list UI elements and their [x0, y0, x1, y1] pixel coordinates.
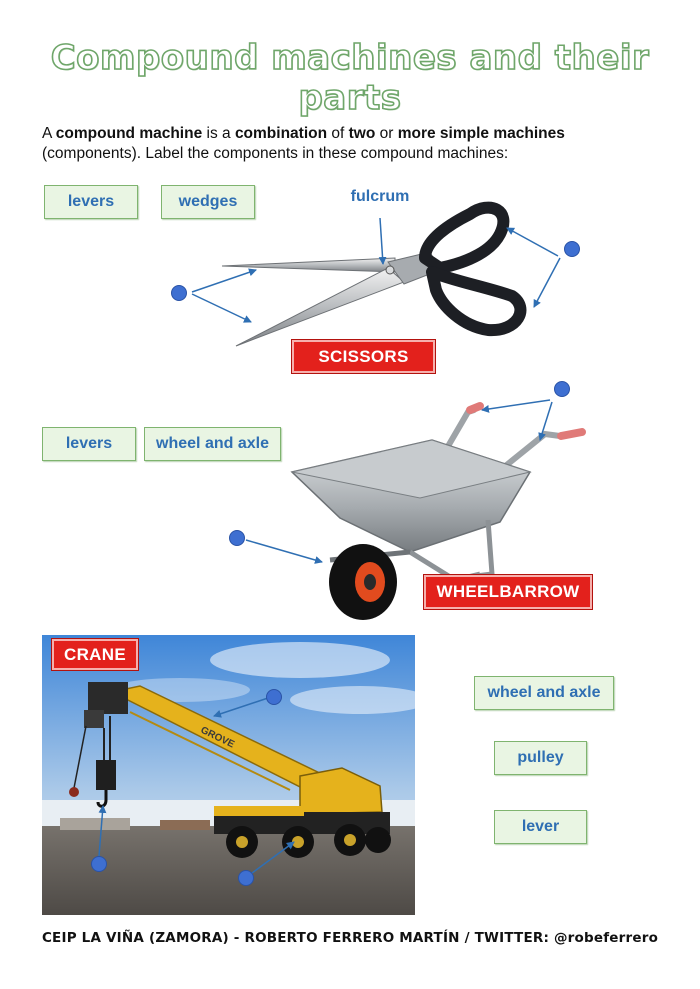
intro-t2: is a — [202, 125, 235, 142]
answer-dot-crane-wheels[interactable] — [238, 870, 254, 886]
footer-credit: CEIP LA VIÑA (ZAMORA) - ROBERTO FERRERO … — [41, 930, 659, 946]
scissors-upper-blade — [221, 257, 396, 273]
intro-b3: two — [348, 125, 376, 142]
scissors-image — [221, 201, 527, 347]
page-title: Compound machines and their parts — [50, 37, 650, 119]
word-card-wheel-and-axle[interactable]: wheel and axle — [144, 427, 281, 461]
answer-dot-wheelbarrow-handles[interactable] — [554, 381, 570, 397]
scissors-upper-handle — [419, 201, 510, 274]
intro-b1: compound machine — [55, 125, 203, 142]
answer-dot-scissors-blades[interactable] — [171, 285, 187, 301]
answer-dot-wheelbarrow-wheel[interactable] — [229, 530, 245, 546]
scissors-label: SCISSORS — [291, 339, 436, 374]
intro-t1: A — [42, 125, 56, 142]
scissors-lower-blade — [235, 267, 405, 347]
answer-dot-crane-pulley[interactable] — [91, 856, 107, 872]
word-card-wheel-and-axle-2[interactable]: wheel and axle — [474, 676, 614, 710]
word-card-wedges[interactable]: wedges — [161, 185, 255, 219]
intro-t3: of — [327, 125, 349, 142]
intro-b4: more simple machines — [397, 125, 565, 142]
crane-image: GROVE — [42, 635, 430, 915]
intro-b2: combination — [234, 125, 328, 142]
intro-t4: or — [375, 125, 398, 142]
word-card-pulley[interactable]: pulley — [494, 741, 587, 775]
scissors-lower-handle — [426, 266, 527, 337]
wheelbarrow-image — [290, 402, 586, 620]
word-card-levers-2[interactable]: levers — [42, 427, 136, 461]
wheelbarrow-label: WHEELBARROW — [423, 574, 593, 610]
crane-pulley-block — [96, 760, 116, 790]
answer-dot-crane-boom[interactable] — [266, 689, 282, 705]
intro-text: A compound machine is a combination of t… — [42, 124, 662, 164]
intro-t5: (components). Label the components in th… — [42, 145, 509, 162]
scissors-pivot — [385, 265, 395, 275]
word-card-levers[interactable]: levers — [44, 185, 138, 219]
crane-label: CRANE — [51, 638, 139, 671]
word-card-lever[interactable]: lever — [494, 810, 587, 844]
answer-dot-scissors-handles[interactable] — [564, 241, 580, 257]
fulcrum-label: fulcrum — [350, 188, 410, 205]
